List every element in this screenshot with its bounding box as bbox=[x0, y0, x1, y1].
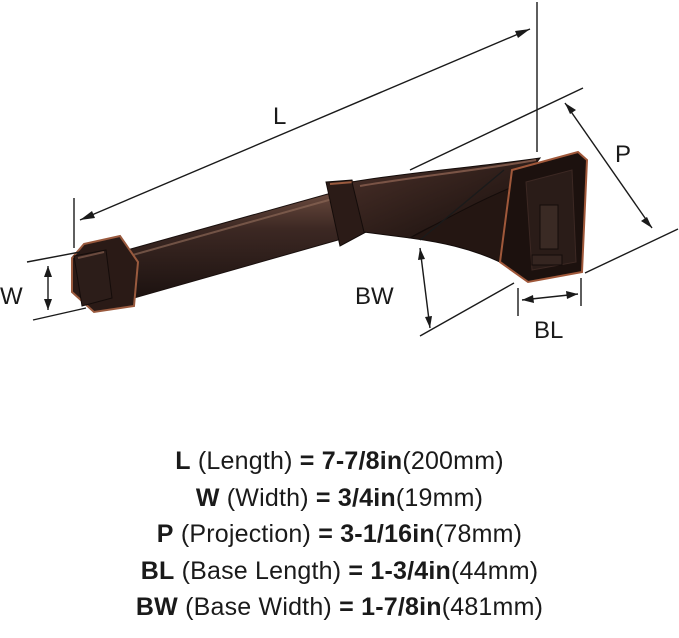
spec-row-width: W (Width) = 3/4in(19mm) bbox=[0, 480, 679, 517]
projection-dimension-line bbox=[564, 102, 653, 229]
length-dimension-line bbox=[79, 28, 531, 221]
spec-equals: = bbox=[348, 556, 364, 585]
spec-code: BL bbox=[140, 556, 175, 585]
spec-row-base-length: BL (Base Length) = 1-3/4in(44mm) bbox=[0, 553, 679, 590]
dimension-lines bbox=[26, 2, 679, 337]
spec-name: (Length) bbox=[197, 447, 293, 475]
product-dimension-diagram: L P W BW BL bbox=[0, 2, 679, 344]
dimension-spec-list: L (Length) = 7-7/8in(200mm) W (Width) = … bbox=[0, 443, 679, 626]
spec-code: L bbox=[175, 447, 191, 475]
spec-imperial: 1-3/4in bbox=[370, 556, 451, 585]
base-width-arrowhead-bottom bbox=[425, 316, 432, 328]
spec-name: (Base Width) bbox=[185, 593, 332, 621]
spec-code: W bbox=[195, 483, 220, 512]
base-length-arrowhead-right bbox=[566, 291, 578, 299]
spec-imperial: 3/4in bbox=[337, 483, 396, 512]
spec-row-base-width: BW (Base Width) = 1-7/8in(481mm) bbox=[0, 589, 679, 626]
width-arrowhead-bottom bbox=[44, 299, 52, 310]
spec-equals: = bbox=[339, 593, 354, 621]
spec-row-length: L (Length) = 7-7/8in(200mm) bbox=[0, 443, 679, 480]
length-arrowhead-left bbox=[80, 211, 95, 220]
spec-name: (Width) bbox=[226, 483, 309, 512]
spec-imperial: 7-7/8in bbox=[321, 447, 403, 475]
projection-extension-top bbox=[409, 87, 584, 171]
spec-row-projection: P (Projection) = 3-1/16in(78mm) bbox=[0, 516, 679, 553]
spec-metric: (78mm) bbox=[434, 520, 523, 548]
spec-metric: (19mm) bbox=[395, 483, 484, 512]
spec-equals: = bbox=[318, 520, 334, 548]
width-extension-bottom bbox=[32, 307, 87, 321]
arrowheads bbox=[44, 29, 652, 328]
spec-code: BW bbox=[135, 593, 178, 621]
spec-code: P bbox=[156, 520, 174, 548]
spec-equals: = bbox=[315, 483, 331, 512]
base-width-extension-bottom bbox=[419, 282, 515, 337]
width-arrowhead-top bbox=[44, 266, 52, 277]
projection-label: P bbox=[615, 141, 631, 168]
base-width-extension-top bbox=[419, 169, 505, 241]
width-extension-top bbox=[26, 251, 81, 263]
base-length-arrowhead-left bbox=[522, 295, 534, 303]
spec-metric: (44mm) bbox=[450, 556, 539, 585]
base-width-dimension-line bbox=[419, 247, 431, 329]
projection-arrowhead-top bbox=[565, 103, 576, 114]
projection-arrowhead-bottom bbox=[641, 217, 652, 228]
spec-name: (Projection) bbox=[180, 520, 312, 548]
projection-extension-bottom bbox=[584, 228, 679, 274]
base-width-arrowhead-top bbox=[418, 248, 425, 260]
spec-imperial: 1-7/8in bbox=[361, 593, 442, 621]
base-width-label: BW bbox=[355, 283, 394, 310]
base-length-label: BL bbox=[534, 317, 563, 344]
width-label: W bbox=[0, 283, 23, 310]
spec-metric: (200mm) bbox=[402, 447, 504, 475]
spec-name: (Base Length) bbox=[181, 556, 342, 585]
spec-metric: (481mm) bbox=[441, 593, 544, 621]
spec-equals: = bbox=[299, 447, 315, 475]
length-label: L bbox=[273, 103, 286, 130]
toilet-paper-holder-illustration bbox=[71, 150, 589, 314]
length-arrowhead-right bbox=[515, 29, 530, 38]
spec-imperial: 3-1/16in bbox=[340, 520, 435, 548]
